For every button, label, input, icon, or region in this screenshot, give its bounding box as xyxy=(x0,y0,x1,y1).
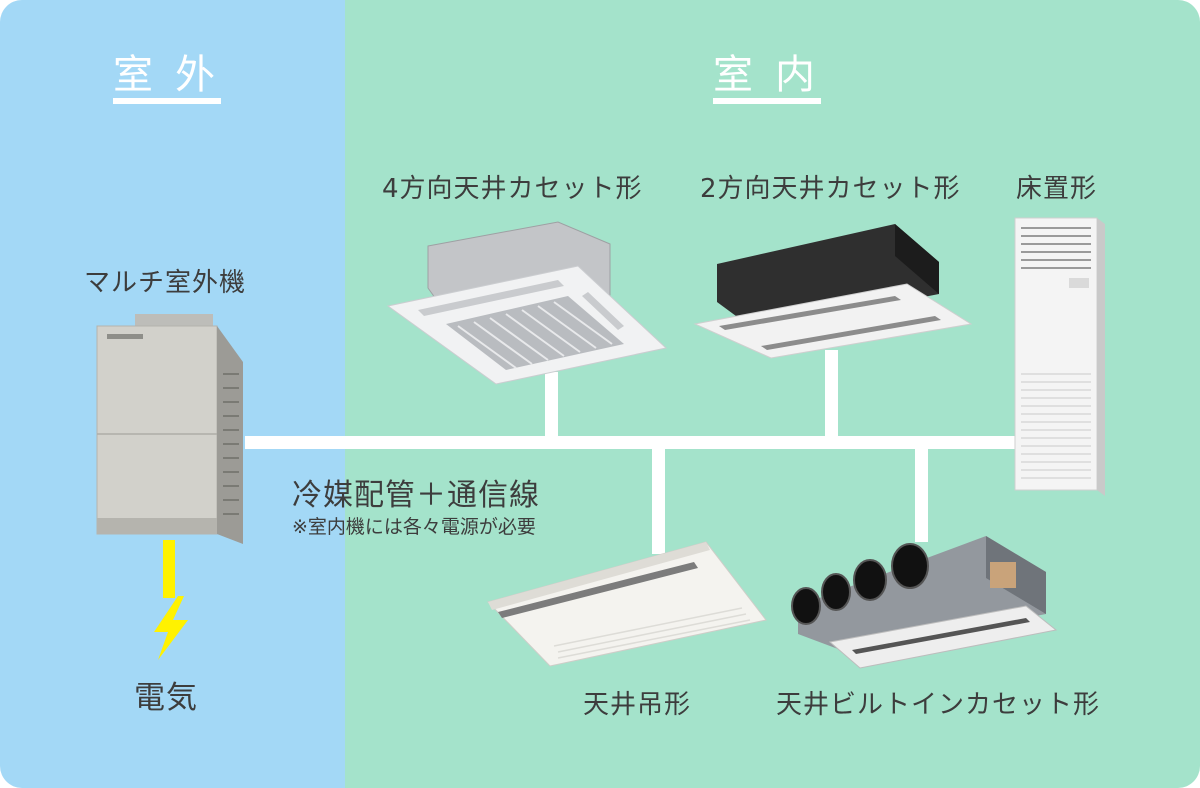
connection-label: 冷媒配管＋通信線 xyxy=(292,478,540,513)
floor-unit-image xyxy=(1014,217,1105,496)
cassette-4way-label: 4方向天井カセット形 xyxy=(382,174,643,204)
cassette-2way-label: 2方向天井カセット形 xyxy=(700,174,961,204)
outdoor-heading-underline xyxy=(113,98,221,104)
cassette-4way-image xyxy=(386,221,668,385)
floor-unit-label: 床置形 xyxy=(1016,174,1098,204)
connection-note: ※室内機には各々電源が必要 xyxy=(292,516,536,538)
ceiling-suspended-label: 天井吊形 xyxy=(583,690,692,720)
indoor-heading-underline xyxy=(713,98,821,104)
ceiling-builtin-label: 天井ビルトインカセット形 xyxy=(776,690,1101,720)
outdoor-unit-label: マルチ室外機 xyxy=(84,268,247,298)
indoor-heading: 室内 xyxy=(713,52,837,98)
power-line xyxy=(163,540,175,598)
branch-pipe-suspended xyxy=(652,442,665,554)
cassette-2way-image xyxy=(693,224,973,359)
ceiling-builtin-image xyxy=(791,536,1058,669)
outdoor-unit-image xyxy=(96,314,243,544)
branch-pipe-builtin xyxy=(915,442,928,542)
lightning-icon xyxy=(154,596,188,660)
outdoor-heading: 室外 xyxy=(113,52,237,98)
branch-pipe-4way xyxy=(545,372,558,442)
power-label: 電気 xyxy=(134,680,198,716)
main-refrigerant-pipe xyxy=(245,436,1015,449)
ceiling-suspended-image xyxy=(487,541,767,667)
branch-pipe-2way xyxy=(825,350,838,442)
